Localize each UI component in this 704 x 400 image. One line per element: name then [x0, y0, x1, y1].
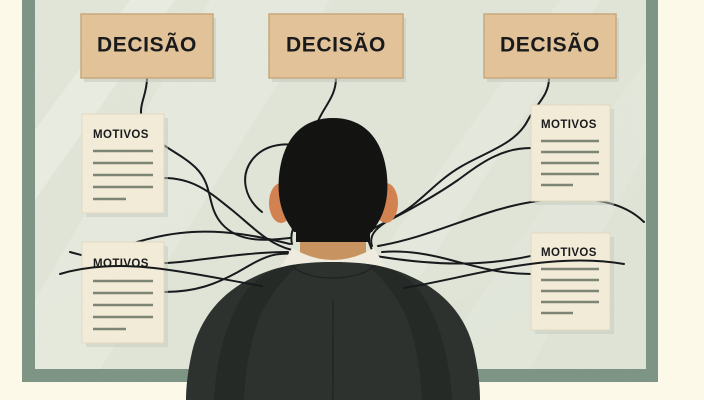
- decision-board-illustration: DECISÃO DECISÃO DECISÃO MOTIVOS: [0, 0, 704, 400]
- illustration-canvas: DECISÃO DECISÃO DECISÃO MOTIVOS: [0, 0, 704, 400]
- paper-grain-overlay: [0, 0, 704, 400]
